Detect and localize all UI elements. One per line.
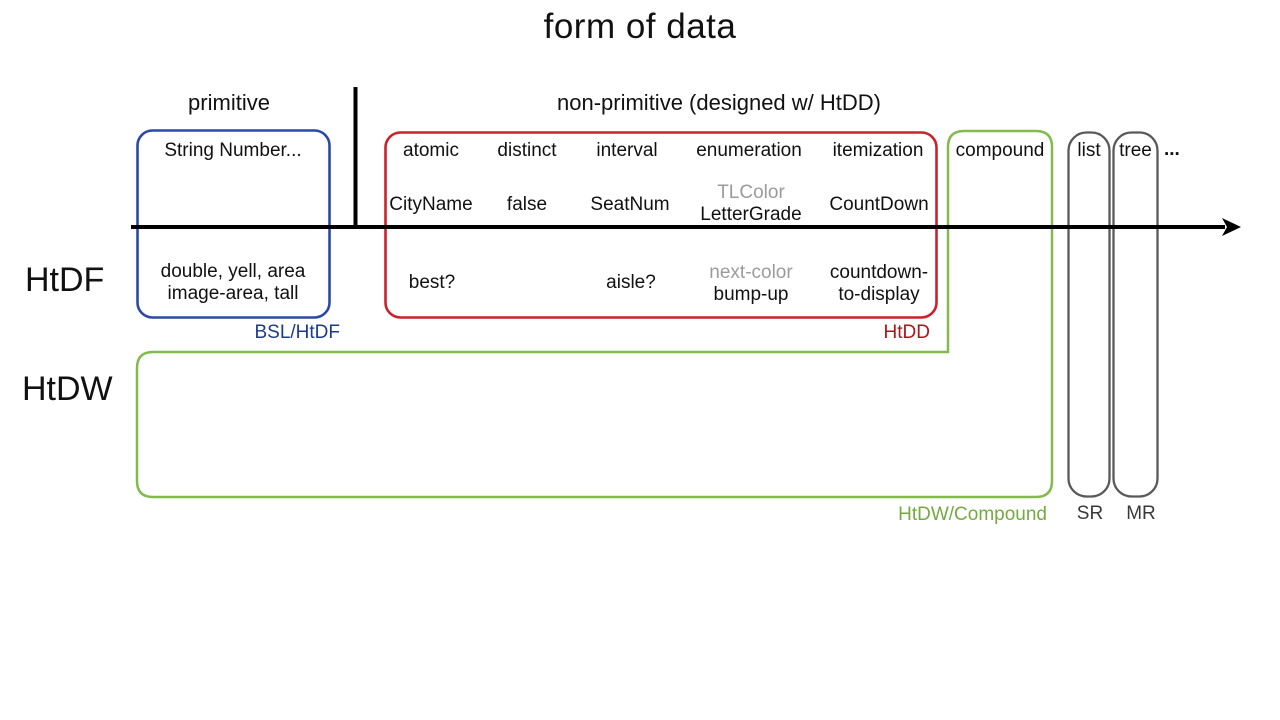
htdd-header-interval: interval	[596, 140, 658, 161]
htdd-example-seatnum: SeatNum	[590, 194, 670, 215]
row-label-htdw: HtDW	[22, 370, 113, 408]
list-footer-sr: SR	[1076, 503, 1104, 524]
htdd-header-distinct: distinct	[497, 140, 557, 161]
htdd-example-lettergrade: LetterGrade	[700, 204, 802, 225]
htdd-fn-countdown-line1: countdown-	[829, 262, 929, 283]
htdd-example-tlcolor: TLColor	[717, 182, 785, 203]
bsl-htdf-label: BSL/HtDF	[254, 322, 340, 343]
row-label-htdf: HtDF	[25, 261, 105, 299]
htdd-fn-aisle: aisle?	[606, 272, 656, 293]
htdd-fn-bump-up: bump-up	[713, 284, 789, 305]
more-types-ellipsis: ...	[1164, 139, 1180, 160]
primitive-types: String Number...	[164, 140, 302, 161]
htdd-header-enumeration: enumeration	[696, 140, 802, 161]
htdd-header-itemization: itemization	[832, 140, 924, 161]
tree-box-outline	[1112, 131, 1159, 498]
htdd-header-atomic: atomic	[403, 140, 459, 161]
tree-footer-mr: MR	[1126, 503, 1156, 524]
primitive-functions-line2: image-area, tall	[167, 283, 299, 304]
htdd-label: HtDD	[883, 322, 930, 343]
primitive-box-outline	[136, 129, 331, 319]
primitive-functions-line1: double, yell, area	[160, 261, 306, 282]
primitive-functions: double, yell, area image-area, tall	[137, 261, 329, 305]
axis-arrowhead-icon	[1222, 218, 1241, 236]
htdd-example-enumeration: TLColor LetterGrade	[684, 182, 818, 226]
htdw-compound-label: HtDW/Compound	[898, 504, 1047, 525]
htdd-fn-countdown-to-display: countdown- to-display	[813, 262, 945, 306]
tree-heading: tree	[1119, 140, 1152, 161]
htdd-example-countdown: CountDown	[829, 194, 929, 215]
list-heading: list	[1077, 140, 1101, 161]
page-title: form of data	[543, 7, 737, 46]
htdd-example-cityname: CityName	[389, 194, 473, 215]
non-primitive-heading: non-primitive (designed w/ HtDD)	[557, 90, 881, 115]
htdw-compound-outline	[135, 129, 1054, 499]
htdd-fn-enumeration: next-color bump-up	[684, 262, 818, 306]
list-box-outline	[1067, 131, 1111, 498]
primitive-heading: primitive	[188, 90, 270, 115]
compound-heading: compound	[955, 140, 1045, 161]
htdd-fn-countdown-line2: to-display	[838, 284, 920, 305]
htdd-example-false: false	[506, 194, 548, 215]
htdd-fn-next-color: next-color	[709, 262, 793, 283]
htdd-fn-best: best?	[408, 272, 456, 293]
